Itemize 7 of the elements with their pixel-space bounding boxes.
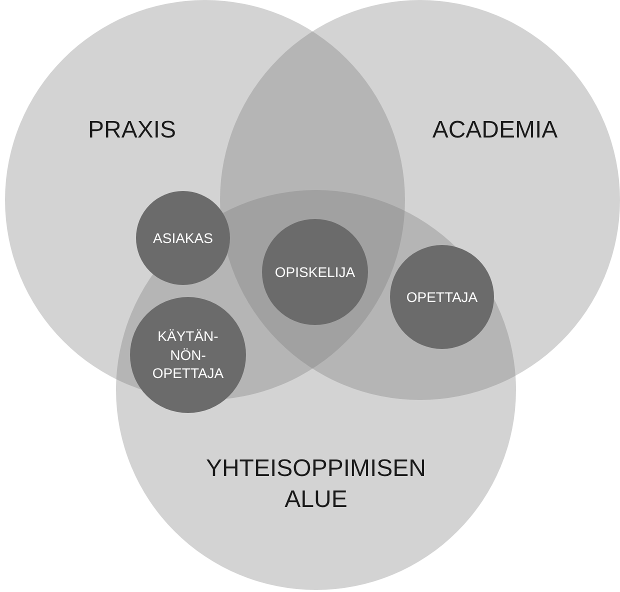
role-label: OPETTAJA [405,288,479,306]
role-label: OPISKELIJA [274,262,356,282]
role-label: KÄYTÄN- NÖN- OPETTAJA [151,326,225,384]
circle-label: ACADEMIA [432,115,558,146]
circle-label: YHTEISOPPIMISEN ALUE [204,454,428,515]
circle-label: PRAXIS [88,115,176,146]
role-label: ASIAKAS [152,228,214,248]
